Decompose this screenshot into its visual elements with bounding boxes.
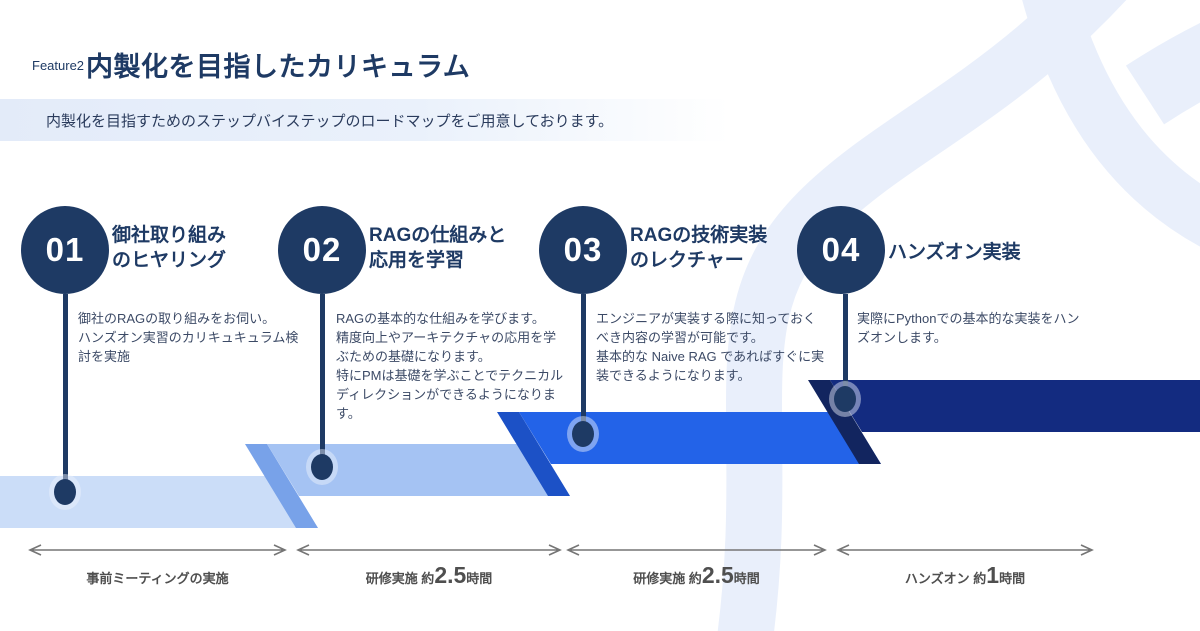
step-2-number-badge: 02 [278, 206, 366, 294]
feature-label: Feature2 [32, 58, 85, 73]
step-4-description: 実際にPythonでの基本的な実装をハンズオンします。 [857, 311, 1080, 345]
timeline-label-4-unit: 時間 [999, 571, 1026, 586]
subtitle-text: 内製化を目指すためのステップバイステップのロードマップをご用意しております。 [46, 112, 614, 130]
timeline-arrow-4 [836, 544, 1094, 556]
step-3-description: エンジニアが実装する際に知っておくべき内容の学習が可能です。 基本的な Naiv… [596, 311, 825, 383]
step-2-description: RAGの基本的な仕組みを学びます。 精度向上やアーキテクチャの応用を学ぶための基… [336, 311, 564, 421]
timeline-arrows [28, 544, 1094, 556]
timeline-arrow-3 [566, 544, 827, 556]
step-3-title: RAGの技術実装 のレクチャー [630, 223, 767, 273]
step-4-tread [830, 380, 1200, 432]
step-2-title-line-1: RAGの仕組みと [369, 225, 507, 246]
timeline-label-2-value: 2.5 [434, 562, 467, 588]
timeline-arrow-1 [28, 544, 287, 556]
timeline-label-2: 研修実施 約2.5時間 [298, 562, 560, 592]
step-2-riser [245, 444, 318, 528]
step-3-title-line-2: のレクチャー [630, 250, 744, 272]
timeline-arrow-2 [296, 544, 562, 556]
timeline-label-3-unit: 時間 [733, 571, 760, 586]
step-1-connector-line [63, 294, 68, 492]
timeline-label-3-value: 2.5 [701, 562, 734, 588]
subtitle-band: 内製化を目指すためのステップバイステップのロードマップをご用意しております。 [0, 99, 760, 141]
step-2-title: RAGの仕組みと 応用を学習 [369, 223, 506, 273]
timeline-label-2-text: 研修実施 約 [365, 571, 435, 586]
swoosh-curve-corner [1125, 23, 1200, 125]
step-3-number: 03 [563, 231, 603, 268]
page-title: 内製化を目指したカリキュラム [86, 52, 471, 82]
step-3-number-badge: 03 [539, 206, 627, 294]
step-4-title-line-1: ハンズオン実装 [888, 242, 1021, 263]
step-2-connector-line [320, 294, 325, 467]
step-1-tread [0, 476, 318, 528]
timeline-label-3: 研修実施 約2.5時間 [568, 562, 825, 592]
step-4-number-badge: 04 [797, 206, 885, 294]
step-4-riser [808, 380, 881, 464]
step-4-title: ハンズオン実装 [888, 240, 1021, 265]
timeline-label-4: ハンズオン 約1時間 [838, 562, 1092, 592]
step-4-number: 04 [821, 231, 861, 268]
timeline-label-4-text: ハンズオン 約 [904, 571, 987, 586]
step-1-title: 御社取り組み のヒヤリング [112, 223, 226, 273]
step-1-description: 御社のRAGの取り組みをお伺い。 ハンズオン実習のカリキュキュラム検討を実施 [78, 311, 299, 364]
swoosh-curve-arc [1022, 0, 1200, 247]
step-3-title-line-1: RAGの技術実装 [630, 225, 768, 246]
timeline-label-3-text: 研修実施 約 [633, 571, 702, 586]
timeline-label-1-text: 事前ミーティングの実施 [86, 571, 229, 586]
step-1-title-line-2: のヒヤリング [112, 250, 227, 272]
step-4-dot [834, 386, 856, 412]
step-3-dot [572, 421, 594, 447]
step-1-dot [54, 479, 76, 505]
step-1-title-line-1: 御社取り組み [112, 225, 227, 246]
step-2-title-line-2: 応用を学習 [369, 250, 465, 272]
timeline-label-4-value: 1 [986, 562, 1000, 588]
step-2-dot [311, 454, 333, 480]
step-2-tread [267, 444, 570, 496]
step-3-connector-line [581, 294, 586, 434]
timeline-label-1: 事前ミーティングの実施 [30, 562, 285, 592]
step-1-number: 01 [45, 231, 85, 268]
step-2-number: 02 [302, 231, 342, 268]
step-4-connector-line [843, 294, 848, 399]
step-3-tread [519, 412, 881, 464]
step-1-number-badge: 01 [21, 206, 109, 294]
timeline-label-2-unit: 時間 [466, 571, 493, 586]
step-3-riser [497, 412, 570, 496]
